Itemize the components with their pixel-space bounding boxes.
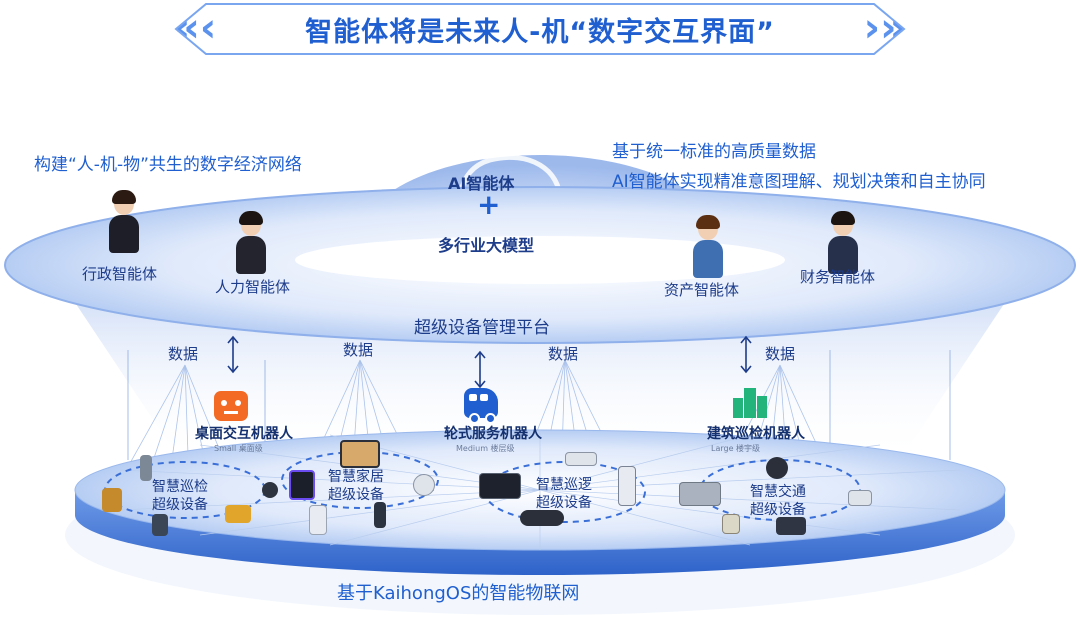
robot-sub-desktop: Small 桌面级 <box>214 443 263 454</box>
group-patrol-line1: 智慧巡逻 <box>536 476 592 494</box>
agent-label-admin: 行政智能体 <box>82 263 157 284</box>
robot-vacuum-device <box>413 474 435 496</box>
building-icon <box>733 388 767 418</box>
group-home-line1: 智慧家居 <box>328 468 384 486</box>
agent-label-asset: 资产智能体 <box>664 279 739 300</box>
van-icon <box>464 388 498 418</box>
smart-speaker-device <box>289 470 315 500</box>
group-home: 智慧家居 超级设备 <box>328 468 384 504</box>
data-label-3: 数据 <box>548 343 578 364</box>
left-tagline: 构建“人-机-物”共生的数字经济网络 <box>34 150 302 175</box>
plus-icon: + <box>477 188 500 221</box>
group-inspection: 智慧巡检 超级设备 <box>152 478 208 514</box>
agent-label-finance: 财务智能体 <box>800 266 875 287</box>
pole-sensor-device <box>140 455 152 481</box>
radar-unit-device <box>679 482 721 506</box>
data-label-1: 数据 <box>168 343 198 364</box>
door-lock-device <box>374 502 386 528</box>
robot-sub-building: Large 楼宇级 <box>711 443 760 454</box>
robot-label-wheeled: 轮式服务机器人 <box>444 423 542 443</box>
group-inspection-line1: 智慧巡检 <box>152 478 208 496</box>
camera-device <box>262 482 278 498</box>
air-purifier-device <box>309 505 327 535</box>
robot-label-building: 建筑巡检机器人 <box>707 423 805 443</box>
robot-head-icon <box>214 391 248 421</box>
group-patrol: 智慧巡逻 超级设备 <box>536 476 592 512</box>
industry-model-label: 多行业大模型 <box>438 232 534 256</box>
right-tagline-2: AI智能体实现精准意图理解、规划决策和自主协同 <box>612 167 986 192</box>
robot-label-desktop: 桌面交互机器人 <box>195 423 293 443</box>
crawler-robot-device <box>225 505 251 523</box>
right-tagline-1: 基于统一标准的高质量数据 <box>612 137 816 162</box>
group-inspection-line2: 超级设备 <box>152 496 208 514</box>
title-frame <box>166 0 914 58</box>
robot-sub-wheeled: Medium 楼层级 <box>456 443 515 454</box>
data-label-2: 数据 <box>343 339 373 360</box>
asset-agent-avatar <box>693 218 723 280</box>
group-traffic: 智慧交通 超级设备 <box>750 483 806 519</box>
sensor-box-device <box>722 514 740 534</box>
data-label-4: 数据 <box>765 343 795 364</box>
hr-agent-avatar <box>236 214 266 276</box>
group-traffic-line1: 智慧交通 <box>750 483 806 501</box>
traffic-camera-device <box>848 490 872 506</box>
smart-screen-device <box>340 440 380 468</box>
handheld-device <box>152 514 168 536</box>
drone-device <box>520 510 564 526</box>
security-camera-device <box>565 452 597 466</box>
terminal-device <box>479 473 521 499</box>
base-label: 基于KaihongOS的智能物联网 <box>337 579 579 605</box>
platform-label: 超级设备管理平台 <box>414 313 550 338</box>
dashcam-device <box>776 517 806 535</box>
admin-agent-avatar <box>109 193 139 255</box>
humanoid-robot-device <box>618 466 636 506</box>
inspection-robot-device <box>102 488 122 512</box>
dome-camera-device <box>766 457 788 479</box>
agent-label-hr: 人力智能体 <box>215 276 290 297</box>
